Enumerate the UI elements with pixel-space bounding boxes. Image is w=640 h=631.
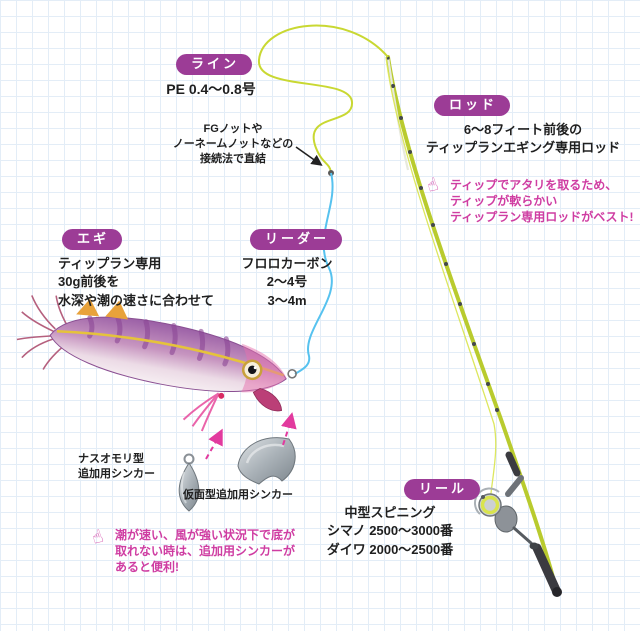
rod-desc-line: ティップランエギング専用ロッド	[425, 140, 621, 156]
egi-line-eye	[287, 368, 297, 379]
label-pill-rod: ロッド	[434, 95, 511, 117]
nasu-sinker-label-line: ナスオモリ型	[78, 453, 144, 465]
rod-note-line: ティップラン専用ロッドがベスト!	[450, 210, 634, 225]
egi-feather	[182, 392, 220, 432]
leader-desc-line: 2〜4号	[266, 274, 308, 290]
rod-desc-line: 6〜8フィート前後の	[463, 122, 583, 137]
sinker-note: 潮が速い、風が強い状況下で底が 取れない時は、追加用シンカーが あると便利!	[115, 527, 295, 575]
egi-fin	[105, 300, 129, 320]
mask-sinker-arrow	[281, 412, 297, 446]
rod-butt-cap	[552, 587, 562, 597]
label-pill-reel: リール	[404, 479, 481, 501]
leader-desc-line: 3〜4m	[267, 292, 307, 308]
egi-desc: ティップラン専用 30g前後を 水深や潮の速さに合わせて	[58, 255, 214, 310]
knot-note: FGノットや ノーネームノットなどの 接続法で直結	[148, 122, 318, 168]
nasu-sinker-graphic	[178, 453, 200, 512]
rod-guides	[386, 56, 499, 412]
rod-note-line: ティップが軟らかい	[450, 194, 558, 209]
running-line	[385, 56, 497, 504]
rod-note-line: ティップでアタリを取るため、	[450, 178, 618, 192]
rod-grip	[532, 543, 561, 595]
reel-desc-line: ダイワ 2000〜2500番	[326, 541, 454, 557]
sinker-note-line: あると便利!	[115, 560, 179, 575]
reel-desc-line: 中型スピニング	[344, 505, 436, 520]
sinker-note-line: 潮が速い、風が強い状況下で底が	[115, 528, 296, 542]
reel-desc-line: シマノ 2500〜3000番	[326, 523, 454, 539]
nasu-sinker-label: ナスオモリ型 追加用シンカー	[78, 452, 155, 482]
egi-desc-line: 水深や潮の速さに合わせて	[58, 292, 215, 308]
nasu-sinker-arrow	[205, 428, 223, 460]
mask-sinker-label: 仮面型追加用シンカー	[183, 489, 293, 501]
egi-eye-glint	[253, 366, 257, 370]
mask-sinker-graphic	[237, 437, 296, 485]
knot-note-line: FGノットや	[203, 123, 263, 135]
egi-graphic	[16, 295, 297, 432]
knot-note-line: ノーネームノットなどの	[172, 138, 294, 151]
rod-graphic	[386, 55, 562, 597]
rod-note: ティップでアタリを取るため、 ティップが軟らかい ティップラン専用ロッドがベスト…	[450, 177, 634, 225]
reel-graphic	[473, 475, 539, 550]
leader-desc-line: フロロカーボン	[241, 256, 333, 271]
leader-desc: フロロカーボン 2〜4号 3〜4m	[226, 255, 348, 310]
reel-desc: 中型スピニング シマノ 2500〜3000番 ダイワ 2000〜2500番	[306, 504, 474, 559]
leader-line	[294, 172, 334, 375]
knot-pointer-arrow	[295, 146, 323, 166]
egi-fin	[76, 298, 100, 317]
rod-desc: 6〜8フィート前後の ティップランエギング専用ロッド	[423, 121, 623, 158]
label-pill-line: ライン	[176, 54, 253, 76]
line-spec: PE 0.4〜0.8号	[166, 81, 256, 97]
egi-desc-line: 30g前後を	[58, 274, 120, 290]
rod-foregrip	[505, 451, 521, 477]
pe-line	[257, 24, 389, 173]
egi-head	[241, 343, 287, 393]
knot-note-line: 接続法で直結	[200, 153, 266, 166]
egi-nose-weight	[252, 388, 283, 412]
nasu-sinker-label-line: 追加用シンカー	[78, 468, 155, 481]
label-pill-leader: リーダー	[250, 229, 343, 251]
egi-desc-line: ティップラン専用	[58, 256, 162, 271]
label-pill-egi: エギ	[62, 229, 123, 251]
egi-feather-dot	[218, 392, 225, 399]
sinker-note-line: 取れない時は、追加用シンカーが	[115, 544, 296, 559]
